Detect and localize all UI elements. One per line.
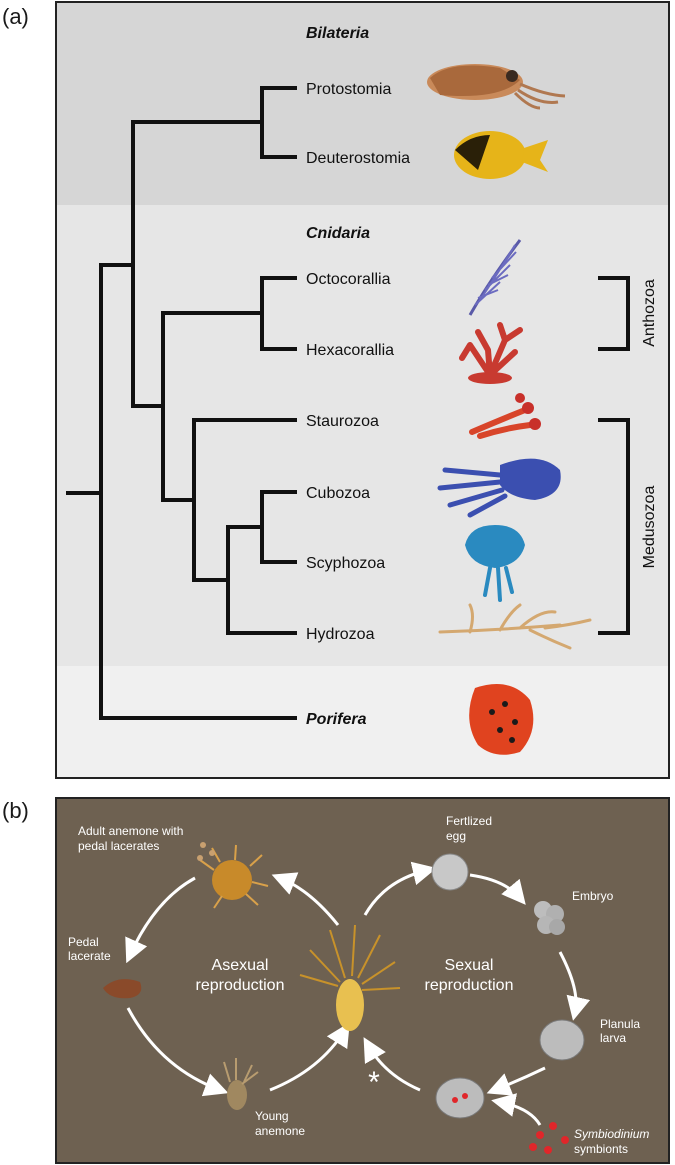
pedal-lacerate-image — [103, 979, 142, 999]
butterflyfish-illustration — [454, 131, 548, 179]
panel-a-label: (a) — [2, 4, 29, 29]
cycle-arrows — [125, 861, 591, 1126]
symbiodinium-label-line1: Symbiodinium — [574, 1127, 649, 1141]
symbiont-dots — [529, 1122, 569, 1154]
planula-larva-label-line1: Planula — [600, 1017, 640, 1031]
fertilized-egg-label-line1: Fertlized — [446, 814, 492, 828]
taxon-octocorallia: Octocorallia — [306, 271, 391, 288]
pedal-lacerate-label-line2: lacerate — [68, 949, 111, 963]
taxon-staurozoa: Staurozoa — [306, 413, 379, 430]
embryo-image — [534, 901, 565, 935]
bilateria-heading: Bilateria — [306, 25, 369, 42]
symbiodinium-label-line2: symbionts — [574, 1142, 628, 1156]
cnidaria-heading: Cnidaria — [306, 225, 370, 242]
scyphozoa-illustration — [465, 525, 525, 602]
red-coral-illustration — [459, 322, 523, 384]
cnidaria-band — [56, 205, 669, 666]
panel-b-label: (b) — [2, 798, 29, 823]
phylogenetic-tree — [66, 86, 297, 720]
porifera-label: Porifera — [306, 711, 367, 728]
taxon-deuterostomia: Deuterostomia — [306, 150, 410, 167]
embryo-label: Embryo — [572, 889, 614, 903]
planula-larva-label-line2: larva — [600, 1031, 626, 1045]
pedal-lacerate-label-line1: Pedal — [68, 935, 99, 949]
sponge-illustration — [469, 684, 534, 755]
asexual-reproduction-label-line1: Asexual — [212, 957, 269, 974]
hydrozoa-illustration — [438, 603, 592, 650]
sexual-reproduction-label-line2: reproduction — [425, 977, 514, 994]
bilateria-band — [56, 2, 669, 205]
medusozoa-label: Medusozoa — [641, 486, 658, 569]
central-anemone-image — [299, 924, 401, 1031]
phylogeny-tree-panel: Bilateria Cnidaria Porifera Protostomia … — [55, 1, 670, 779]
adult-anemone-label-line1: Adult anemone with — [78, 824, 183, 838]
medusozoa-bracket — [598, 418, 630, 635]
fertilized-egg-label-line2: egg — [446, 829, 466, 843]
taxon-hexacorallia: Hexacorallia — [306, 342, 394, 359]
anthozoa-bracket — [598, 276, 630, 351]
taxon-cubozoa: Cubozoa — [306, 485, 370, 502]
planula-larva-image — [539, 1019, 585, 1061]
life-cycle-panel: Adult anemone with pedal lacerates Pedal… — [55, 797, 670, 1164]
staurozoa-illustration — [469, 393, 541, 439]
symbiotic-larva-image — [435, 1077, 485, 1119]
adult-anemone-label-line2: pedal lacerates — [78, 839, 159, 853]
young-anemone-label-line1: Young — [255, 1109, 289, 1123]
taxon-hydrozoa: Hydrozoa — [306, 626, 375, 643]
fertilized-egg-image — [431, 853, 469, 891]
sea-pen-illustration — [468, 239, 522, 316]
sexual-reproduction-label-line1: Sexual — [445, 957, 494, 974]
asterisk-marker: * — [368, 1066, 380, 1099]
young-anemone-image — [223, 1058, 259, 1110]
porifera-band — [56, 666, 669, 778]
panel-b-background — [55, 797, 670, 1164]
anthozoa-label: Anthozoa — [641, 279, 658, 347]
cuttlefish-illustration — [427, 64, 566, 110]
panel-a-frame — [55, 1, 670, 779]
adult-anemone-image — [197, 842, 269, 909]
asexual-reproduction-label-line2: reproduction — [196, 977, 285, 994]
taxon-protostomia: Protostomia — [306, 81, 391, 98]
box-jellyfish-illustration — [437, 458, 561, 518]
young-anemone-label-line2: anemone — [255, 1124, 305, 1138]
taxon-scyphozoa: Scyphozoa — [306, 555, 385, 572]
